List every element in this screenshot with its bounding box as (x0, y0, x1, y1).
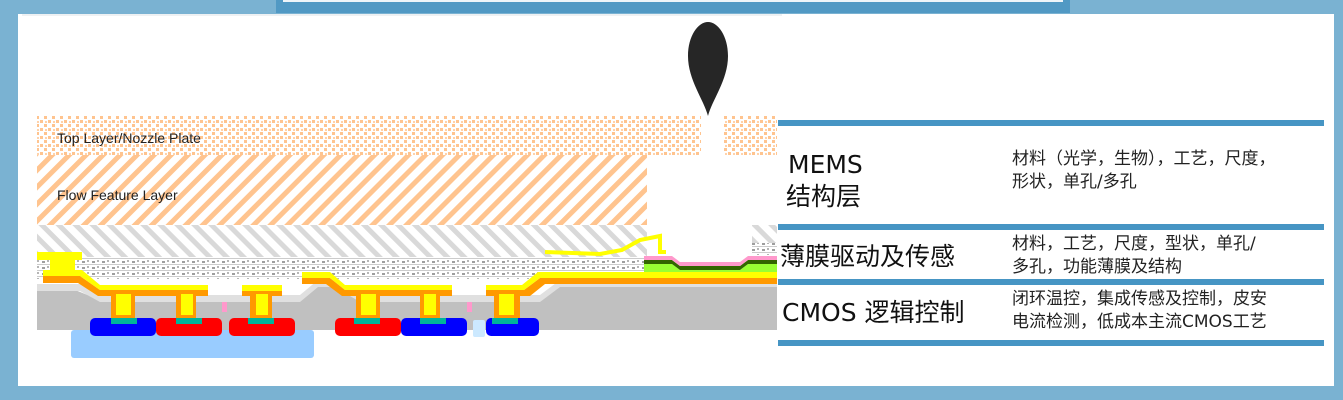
nozzle-plate-layer-left (37, 115, 701, 155)
via-yellow-3 (256, 294, 268, 315)
nozzle-plate-layer-right (723, 115, 777, 155)
metal-orange-heater (486, 278, 777, 318)
via-marker-1 (222, 302, 227, 312)
substrate-layer (37, 285, 777, 330)
contact-1 (111, 318, 137, 324)
panel-inner-edge (22, 14, 782, 16)
metal-yellow-left (43, 270, 208, 290)
metal-yellow-heater (486, 272, 777, 290)
contact-5 (420, 318, 446, 324)
metal-yellow-right (302, 272, 452, 290)
ink-droplet-icon (688, 22, 728, 116)
row-desc-line1: 材料，工艺，尺度，型状，单孔/ (1012, 234, 1256, 254)
via-yellow-1 (116, 294, 131, 315)
contact-3 (248, 318, 274, 324)
flow-feature-label: Flow Feature Layer (57, 187, 178, 203)
table-rule-1 (778, 224, 1324, 230)
row-title: CMOS 逻辑控制 (782, 298, 965, 327)
top-accent-bar (276, 0, 1070, 13)
deep-well-region (71, 330, 314, 358)
p-well-2 (229, 318, 295, 336)
row-desc-line1: 闭环温控，集成传感及控制，皮安 (1012, 289, 1267, 309)
via-yellow-6 (499, 294, 514, 315)
row-title: 薄膜驱动及传感 (780, 242, 956, 271)
row-desc-line2: 电流检测，低成本主流CMOS工艺 (1012, 312, 1267, 332)
metal-yellow-mid (242, 285, 282, 291)
via-yellow-4 (361, 294, 376, 315)
well-region-small (473, 320, 485, 337)
via-marker-2 (467, 302, 472, 312)
bond-pad-stem (50, 260, 75, 272)
row-title-line1: MEMS (788, 150, 863, 179)
n-well-1 (90, 318, 156, 336)
film-pink (644, 256, 777, 266)
top-accent-line (283, 0, 1063, 2)
bond-pad (37, 252, 82, 260)
contact-6 (492, 318, 518, 324)
film-dark-green (644, 260, 777, 270)
metal-orange-right (302, 278, 452, 318)
film-light-green (644, 264, 777, 272)
table-rule-bottom (778, 340, 1324, 346)
via-yellow-2 (181, 294, 193, 315)
contact-2 (176, 318, 202, 324)
row-desc-line2: 形状，单孔/多孔 (1012, 172, 1137, 192)
p-well-3 (335, 318, 401, 336)
p-well-1 (156, 318, 222, 336)
contact-4 (354, 318, 380, 324)
substrate-light-band (37, 280, 777, 302)
row-desc-line2: 多孔，功能薄膜及结构 (1012, 257, 1182, 277)
table-rule-top (778, 120, 1324, 126)
table-rule-2 (778, 279, 1324, 285)
flow-feature-layer (37, 155, 647, 225)
dielectric-layer (37, 257, 647, 279)
sensor-trace (544, 233, 666, 257)
via-yellow-5 (424, 294, 436, 315)
row-desc-line1: 材料（光学，生物），工艺，尺度， (1012, 149, 1276, 169)
dielectric-layer-right (752, 243, 777, 255)
row-title-line2: 结构层 (786, 182, 862, 211)
top-layer-label: Top Layer/Nozzle Plate (57, 130, 201, 146)
n-well-2 (401, 318, 467, 336)
